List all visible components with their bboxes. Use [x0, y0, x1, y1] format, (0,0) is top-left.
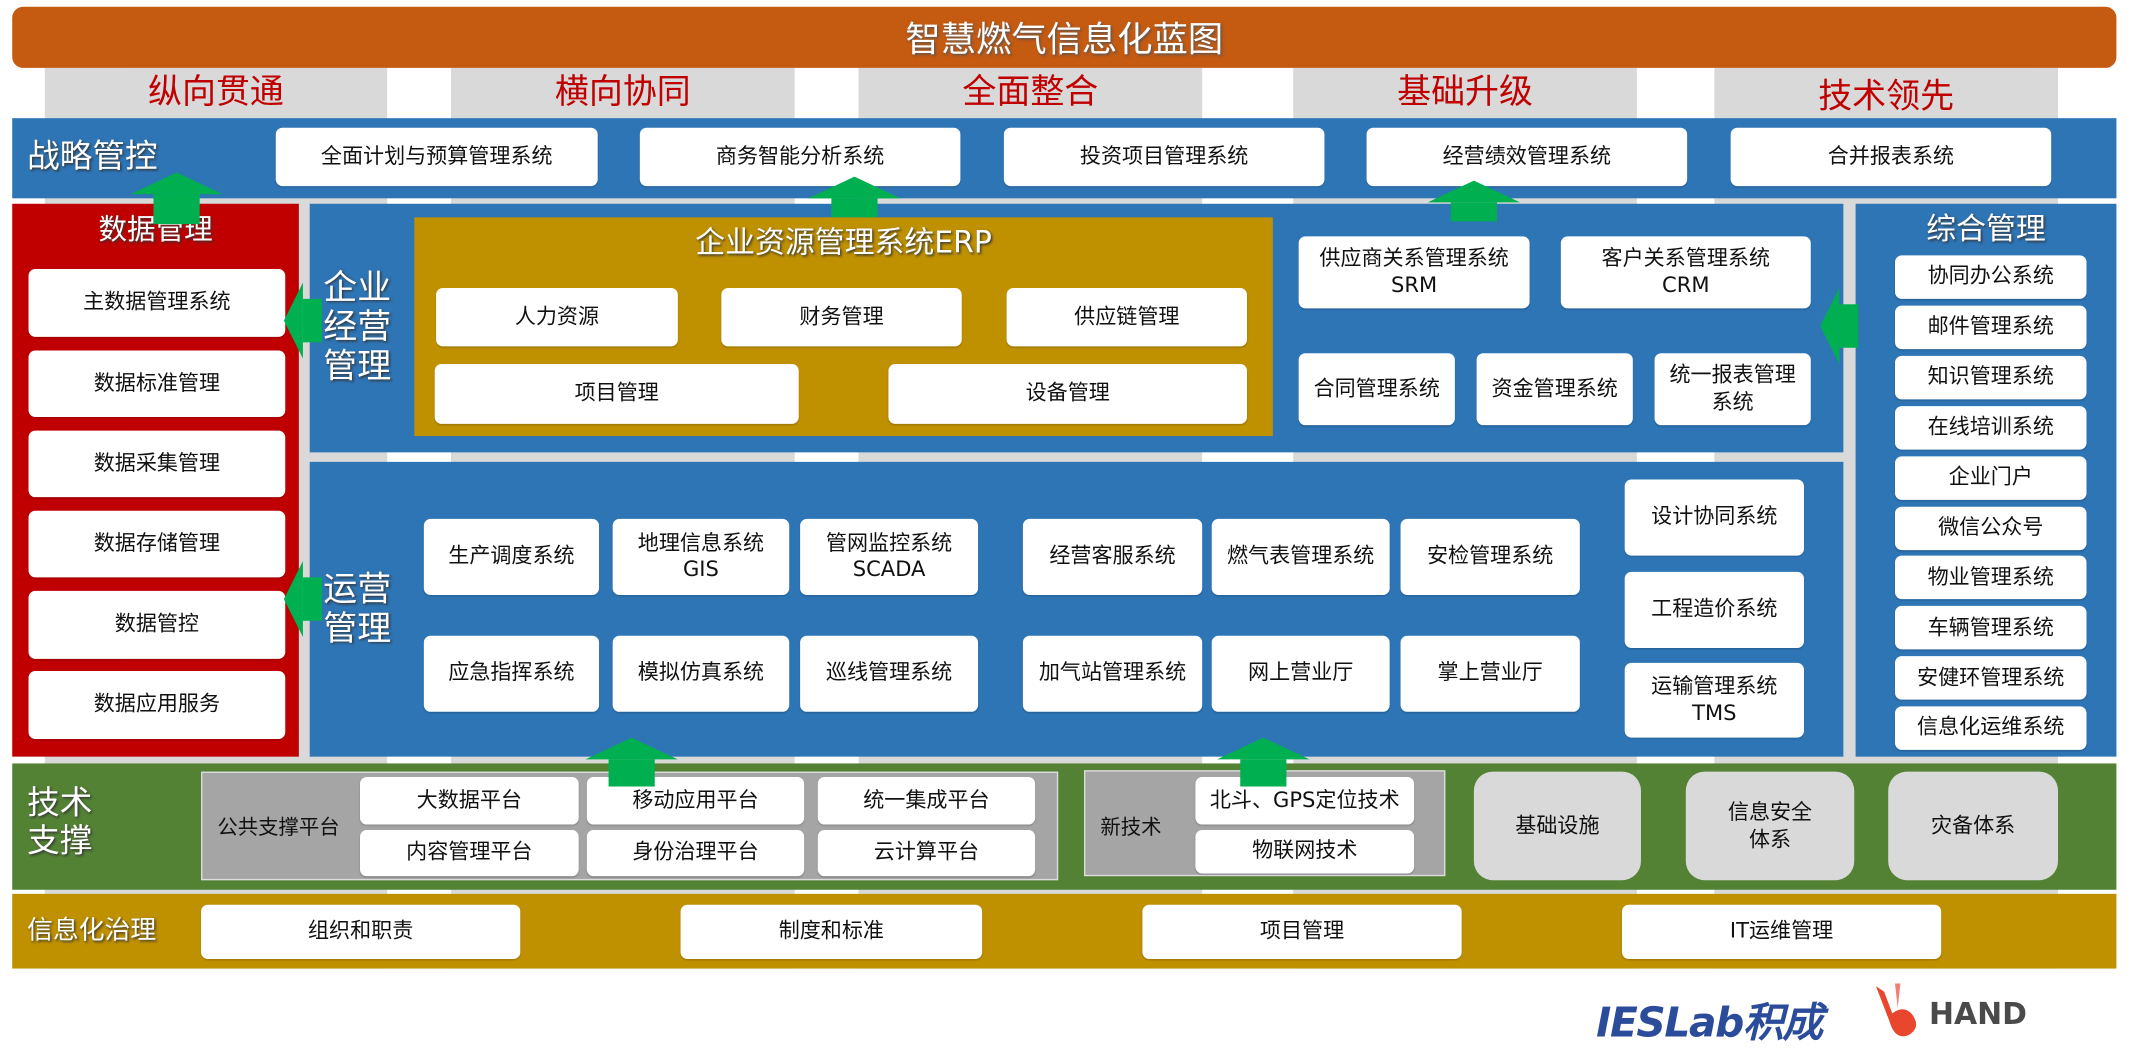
hand-logo-icon: [1868, 981, 1922, 1043]
erp-item: 设备管理: [888, 364, 1248, 424]
erp-item: 供应链管理: [1006, 287, 1248, 347]
platform-item: 身份治理平台: [586, 829, 805, 877]
ops-item: 地理信息系统 GIS: [612, 518, 790, 595]
integrated-item: 企业门户: [1894, 455, 2087, 500]
erp-item: 财务管理: [721, 287, 962, 347]
platform-item: 内容管理平台: [359, 829, 579, 877]
data-item: 数据应用服务: [28, 671, 286, 739]
ops-item: 经营客服系统: [1022, 518, 1203, 595]
integrated-item: 在线培训系统: [1894, 405, 2087, 450]
ops-item: 运输管理系统 TMS: [1624, 662, 1804, 738]
pillar-label: 横向协同: [554, 71, 691, 112]
strategy-item: 投资项目管理系统: [1003, 127, 1325, 187]
ops-item: 掌上营业厅: [1400, 635, 1580, 712]
new-tech-label: 新技术: [1100, 815, 1162, 840]
integrated-item: 信息化运维系统: [1894, 706, 2087, 750]
enterprise-label: 企业经营管理: [323, 267, 392, 386]
srm-name: 供应商关系管理系统: [1319, 246, 1509, 271]
data-item: 数据标准管理: [28, 350, 286, 418]
governance-item: 项目管理: [1142, 904, 1462, 960]
platform-item: 云计算平台: [817, 829, 1036, 877]
erp-item: 人力资源: [436, 287, 678, 347]
crm-abbr: CRM: [1662, 272, 1710, 297]
integrated-item: 微信公众号: [1894, 506, 2087, 550]
governance-item: 组织和职责: [201, 904, 521, 960]
public-platform-label: 公共支撑平台: [217, 815, 340, 840]
strategy-item: 合并报表系统: [1730, 127, 2052, 187]
new-tech-item: 物联网技术: [1195, 829, 1415, 874]
integrated-label: 综合管理: [1926, 213, 2046, 248]
strategy-item: 经营绩效管理系统: [1366, 127, 1688, 187]
data-item: 数据采集管理: [28, 430, 286, 498]
data-item: 主数据管理系统: [28, 268, 286, 337]
ops-item: 加气站管理系统: [1022, 635, 1203, 712]
strategy-item: 商务智能分析系统: [639, 127, 961, 187]
ops-item: 应急指挥系统: [423, 635, 600, 712]
integrated-item: 车辆管理系统: [1894, 606, 2087, 650]
ieslab-logo: IESLab积成: [1596, 999, 1823, 1048]
tech-item: 信息安全体系: [1685, 771, 1855, 881]
enterprise-item: 合同管理系统: [1298, 353, 1455, 426]
integrated-item: 邮件管理系统: [1894, 305, 2087, 349]
integrated-item: 物业管理系统: [1894, 556, 2087, 600]
pillar-label: 纵向贯通: [148, 71, 284, 112]
tech-item: 基础设施: [1473, 771, 1641, 881]
ops-item: 管网监控系统 SCADA: [800, 518, 979, 595]
integrated-item: 安健环管理系统: [1894, 656, 2087, 700]
pillar-label: 基础升级: [1397, 71, 1533, 112]
pillar-label: 全面整合: [962, 71, 1099, 112]
crm-name: 客户关系管理系统: [1601, 246, 1771, 271]
tech-label: 技术支撑: [27, 783, 93, 860]
platform-item: 统一集成平台: [817, 777, 1036, 825]
erp-title: 企业资源管理系统ERP: [695, 226, 992, 261]
strategy-label: 战略管控: [27, 137, 158, 176]
data-item: 数据存储管理: [28, 510, 286, 578]
ops-item: 工程造价系统: [1624, 571, 1804, 648]
ops-item: 设计协同系统: [1624, 479, 1804, 556]
tech-item: 灾备体系: [1888, 771, 2059, 881]
ops-item: 网上营业厅: [1211, 635, 1390, 712]
new-tech-item: 北斗、GPS定位技术: [1195, 777, 1415, 825]
governance-label: 信息化治理: [27, 915, 157, 946]
enterprise-item: 资金管理系统: [1476, 353, 1633, 426]
ops-item: 生产调度系统: [423, 518, 600, 595]
integrated-item: 知识管理系统: [1894, 355, 2087, 400]
strategy-item: 全面计划与预算管理系统: [275, 127, 598, 187]
enterprise-item: 统一报表管理系统: [1654, 353, 1811, 426]
pillar-label: 技术领先: [1818, 76, 1955, 116]
data-item: 数据管控: [28, 590, 286, 659]
srm-abbr: SRM: [1391, 272, 1438, 297]
ops-item: 燃气表管理系统: [1211, 518, 1390, 595]
hand-logo: HAND: [1928, 998, 2027, 1033]
erp-item: 项目管理: [434, 364, 799, 424]
operations-panel: [309, 461, 1844, 757]
ops-item: 巡线管理系统: [800, 635, 979, 712]
platform-item: 大数据平台: [359, 777, 579, 825]
operations-label: 运营管理: [323, 569, 392, 648]
integrated-item: 协同办公系统: [1894, 255, 2087, 299]
ops-item: 模拟仿真系统: [612, 635, 790, 712]
ops-item: 安检管理系统: [1400, 518, 1580, 595]
governance-item: 制度和标准: [680, 904, 983, 960]
page-title: 智慧燃气信息化蓝图: [12, 6, 2117, 68]
governance-item: IT运维管理: [1621, 904, 1942, 960]
